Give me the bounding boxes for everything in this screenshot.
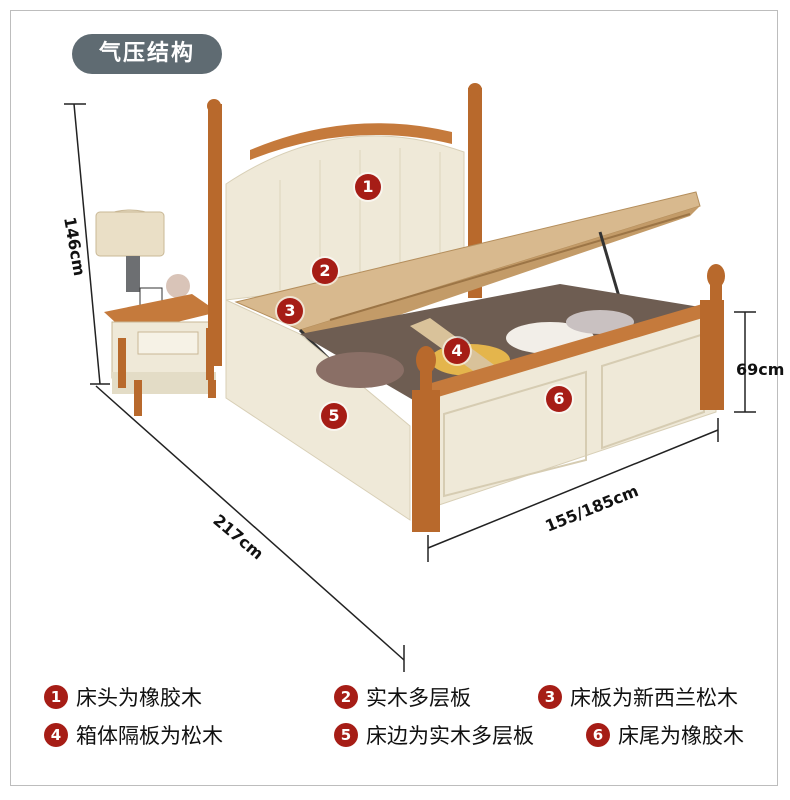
marker-2: 2 xyxy=(312,258,338,284)
length-label: 217cm xyxy=(209,511,267,564)
marker-3: 3 xyxy=(277,298,303,324)
lifted-bed-board xyxy=(234,191,701,372)
width-label: 155/185cm xyxy=(542,481,641,536)
legend-number: 4 xyxy=(44,723,68,747)
footboard xyxy=(412,264,725,532)
legend-text: 箱体隔板为松木 xyxy=(76,724,223,748)
marker-4: 4 xyxy=(444,338,470,364)
legend-text: 床板为新西兰松木 xyxy=(570,686,738,710)
image-frame xyxy=(10,10,778,786)
legend-number: 6 xyxy=(586,723,610,747)
legend-number: 5 xyxy=(334,723,358,747)
legend-item-1: 1 床头为橡胶木 xyxy=(44,680,202,714)
legend-item-3: 3 床板为新西兰松木 xyxy=(538,680,738,714)
marker-1: 1 xyxy=(355,174,381,200)
material-legend: 1 床头为橡胶木 2 实木多层板 3 床板为新西兰松木 4 箱体隔板为松木 5 … xyxy=(44,676,764,766)
legend-text: 床尾为橡胶木 xyxy=(618,724,744,748)
legend-item-6: 6 床尾为橡胶木 xyxy=(586,718,744,752)
marker-5: 5 xyxy=(321,403,347,429)
section-title: 气压结构 xyxy=(72,34,222,74)
legend-text: 实木多层板 xyxy=(366,686,471,710)
legend-number: 1 xyxy=(44,685,68,709)
legend-number: 2 xyxy=(334,685,358,709)
box-height-label: 69cm xyxy=(736,360,784,379)
marker-6: 6 xyxy=(546,386,572,412)
legend-number: 3 xyxy=(538,685,562,709)
dimension-lines xyxy=(64,103,756,672)
legend-text: 床边为实木多层板 xyxy=(366,724,534,748)
legend-item-5: 5 床边为实木多层板 xyxy=(334,718,534,752)
legend-item-2: 2 实木多层板 xyxy=(334,680,471,714)
legend-item-4: 4 箱体隔板为松木 xyxy=(44,718,223,752)
legend-text: 床头为橡胶木 xyxy=(76,686,202,710)
nightstand xyxy=(95,209,218,416)
